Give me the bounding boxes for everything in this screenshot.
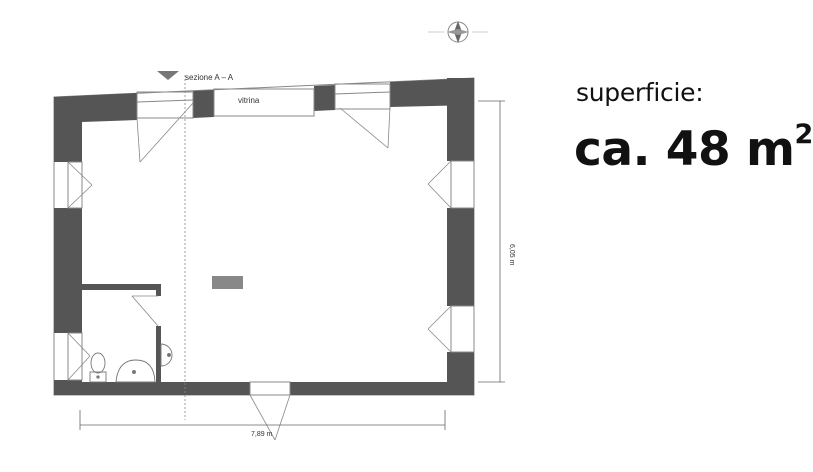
dimension-width (79, 410, 446, 430)
fixture-marker (212, 276, 243, 289)
walls (54, 78, 474, 395)
surface-label: superficie: (576, 78, 704, 107)
toilet-icon (89, 352, 107, 383)
surface-unit-superscript: 2 (794, 119, 813, 150)
floor-area (53, 77, 475, 396)
surface-value-text: ca. 48 m (574, 122, 795, 177)
window-swings (67, 102, 452, 441)
window-label: vitrina (238, 96, 260, 105)
surface-value: ca. 48 m2 (574, 119, 813, 177)
dimension-width-label: 7,89 m (251, 431, 273, 438)
compass-icon (428, 21, 488, 43)
window-frames (67, 83, 475, 396)
section-marker (157, 71, 179, 80)
handwash-icon (160, 343, 173, 367)
dimension-height-label: 6,05 m (508, 244, 515, 266)
section-label: sezione A – A (185, 73, 234, 82)
sink-icon (115, 359, 156, 383)
dimension-height (478, 100, 505, 383)
